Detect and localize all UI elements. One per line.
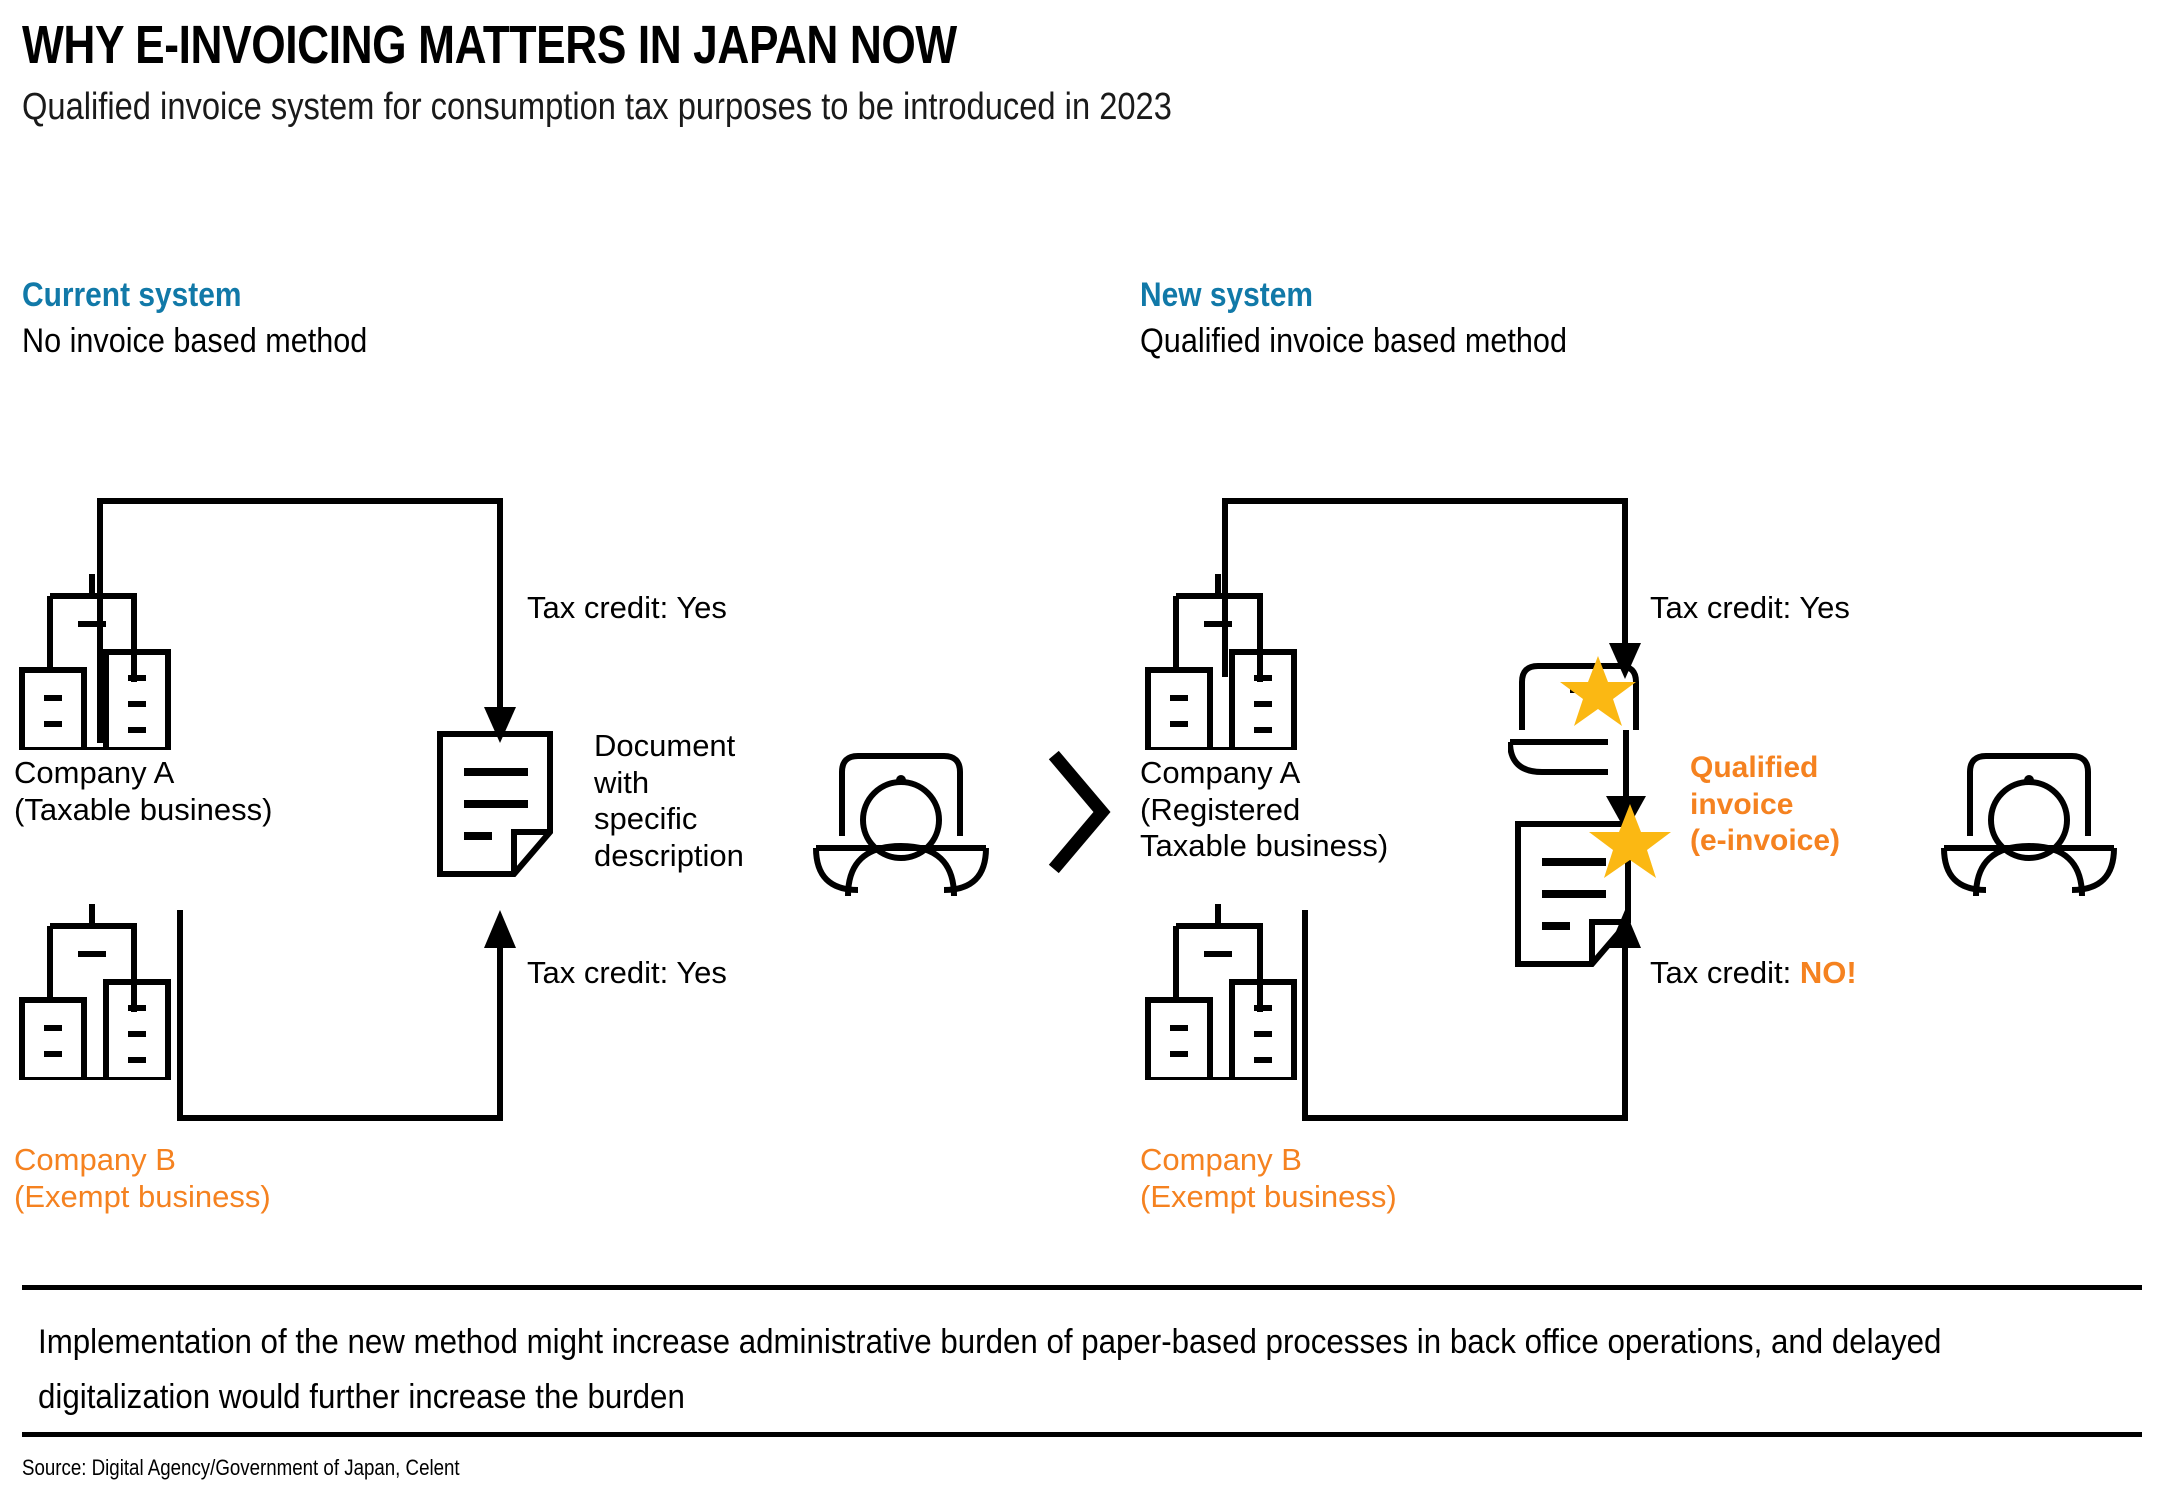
right-tax-credit-top-label: Tax credit: Yes <box>1650 590 1850 625</box>
right-panel-title: New system <box>1140 276 1313 314</box>
chevron-right-icon <box>1048 750 1111 874</box>
left-panel-title: Current system <box>22 276 242 314</box>
person-at-computer-icon <box>813 753 989 896</box>
office-building-icon <box>1145 574 1297 750</box>
right-panel-heading: New system Qualified invoice based metho… <box>1140 276 1614 360</box>
page-title: WHY E-INVOICING MATTERS IN JAPAN NOW <box>22 15 957 75</box>
left-panel-heading: Current system No invoice based method <box>22 276 406 360</box>
source-label: Source: Digital Agency/Government of Jap… <box>22 1455 460 1480</box>
arrow-down-icon <box>1606 730 1646 832</box>
right-tax-credit-bottom-value: NO! <box>1799 955 1857 990</box>
person-at-computer-icon <box>1941 753 2117 896</box>
left-company-b-label: Company B (Exempt business) <box>14 1142 271 1214</box>
left-tax-credit-bottom-label: Tax credit: Yes <box>527 955 727 990</box>
footer-rule-top <box>22 1285 2142 1290</box>
left-tax-credit-top-label: Tax credit: Yes <box>527 590 727 625</box>
left-document-label: Document with specific description <box>594 728 744 873</box>
star-icon <box>1589 804 1671 878</box>
left-flow-connector-bottom <box>177 910 516 1121</box>
footer-note: Implementation of the new method might i… <box>38 1323 1942 1417</box>
page-subtitle: Qualified invoice system for consumption… <box>22 86 1172 128</box>
right-panel-subtitle: Qualified invoice based method <box>1140 321 1567 360</box>
qualified-invoice-callout: Qualified invoice (e-invoice) <box>1690 751 1841 858</box>
footer-rule-bottom <box>22 1432 2142 1437</box>
left-panel-subtitle: No invoice based method <box>22 321 368 360</box>
right-company-b-label: Company B (Exempt business) <box>1140 1142 1397 1214</box>
right-company-a-label: Company A (Registered Taxable business) <box>1140 755 1389 864</box>
office-building-icon <box>1145 904 1297 1080</box>
star-icon <box>1560 656 1636 726</box>
office-building-icon <box>19 574 171 750</box>
right-flow-connector-top <box>1222 498 1641 679</box>
qualified-document-icon <box>1515 821 1631 967</box>
office-building-icon <box>19 904 171 1080</box>
right-tax-credit-bottom-prefix: Tax credit: <box>1650 955 1800 990</box>
document-icon <box>437 731 553 877</box>
right-tax-credit-bottom-label: Tax credit: NO! <box>1650 955 1857 992</box>
left-company-a-label: Company A (Taxable business) <box>14 755 273 827</box>
